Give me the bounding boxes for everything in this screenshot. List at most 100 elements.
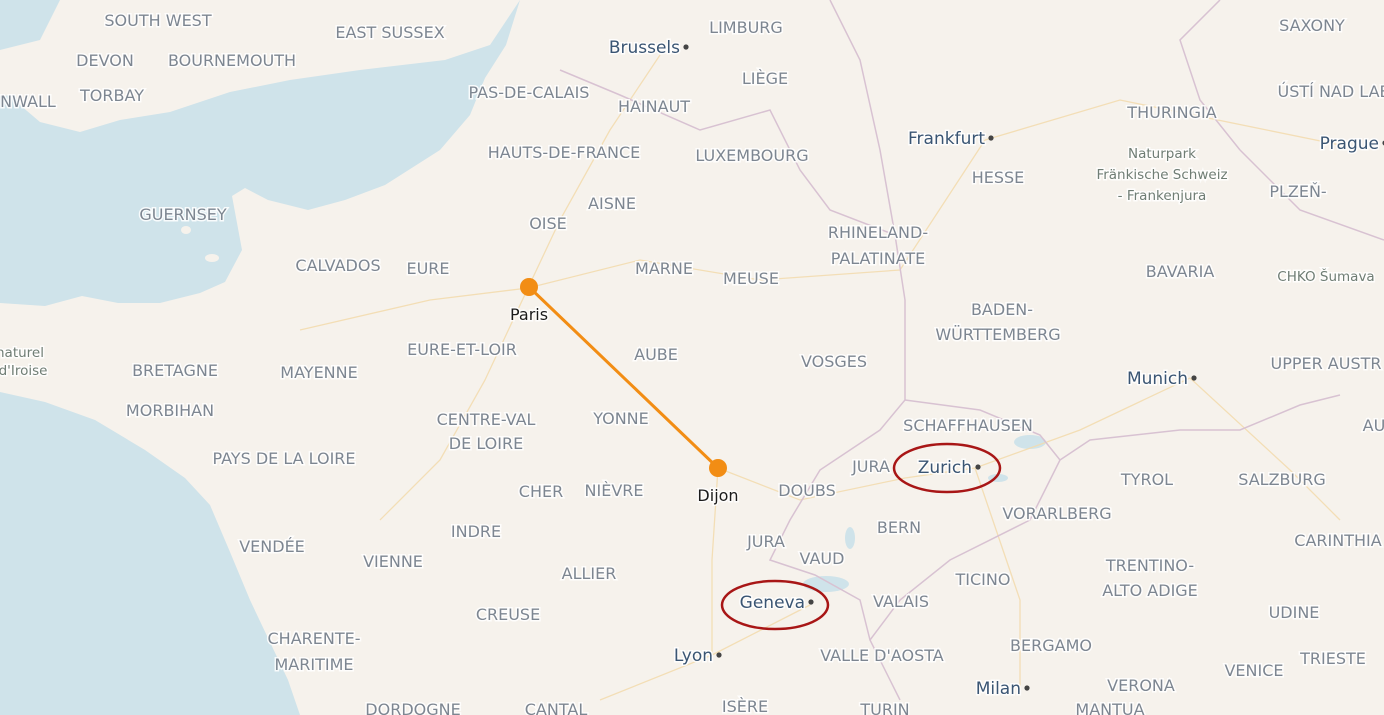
city-dot-lyon[interactable]: [716, 652, 722, 658]
landmass-england: [0, 0, 520, 132]
region-label-baden: BADEN-: [971, 300, 1033, 319]
region-label-aisne: AISNE: [588, 194, 636, 213]
region-label-hainaut: HAINAUT: [618, 97, 690, 116]
park-label-naturel: naturel: [0, 345, 44, 361]
region-label-rhineland: RHINELAND-: [828, 223, 928, 242]
region-label-luxembourg: LUXEMBOURG: [695, 146, 808, 165]
region-label-bergamo: BERGAMO: [1010, 636, 1092, 655]
region-label-mayenne: MAYENNE: [280, 363, 357, 382]
region-label-bretagne: BRETAGNE: [132, 361, 218, 380]
region-label-meuse: MEUSE: [723, 269, 779, 288]
region-label-east-sussex: EAST SUSSEX: [335, 23, 444, 42]
region-label-turin: TURIN: [859, 700, 909, 715]
region-label-jura: JURA: [746, 532, 785, 551]
region-label-allier: ALLIER: [562, 564, 617, 583]
city-label-brussels[interactable]: Brussels: [607, 37, 681, 60]
city-dot-zurich[interactable]: [975, 464, 981, 470]
region-label-ticino: TICINO: [955, 570, 1011, 589]
region-label-plze: PLZEŇ-: [1269, 182, 1326, 201]
region-label-torbay: TORBAY: [79, 86, 144, 105]
region-label-morbihan: MORBIHAN: [126, 401, 214, 420]
city-dot-frankfurt[interactable]: [988, 135, 994, 141]
city-dot-munich[interactable]: [1191, 375, 1197, 381]
region-label-salzburg: SALZBURG: [1238, 470, 1325, 489]
region-label-vorarlberg: VORARLBERG: [1002, 504, 1111, 523]
city-label-milan[interactable]: Milan: [974, 678, 1022, 701]
region-label-is-re: ISÈRE: [722, 697, 768, 715]
city-label-zurich[interactable]: Zurich: [916, 457, 973, 480]
region-label-thuringia: THURINGIA: [1126, 103, 1216, 122]
region-label-ni-vre: NIÈVRE: [585, 481, 644, 500]
region-label-tyrol: TYROL: [1120, 470, 1173, 489]
region-label-hesse: HESSE: [972, 168, 1025, 187]
region-label-w-rttemberg: WÜRTTEMBERG: [935, 325, 1060, 344]
region-label-nwall: NWALL: [0, 92, 56, 111]
region-label-centre-val: CENTRE-VAL: [437, 410, 536, 429]
region-label-bournemouth: BOURNEMOUTH: [168, 51, 296, 70]
region-label-calvados: CALVADOS: [295, 256, 380, 275]
city-dot-brussels[interactable]: [683, 44, 689, 50]
sea-bay-of-biscay: [0, 392, 300, 715]
region-label-vend-e: VENDÉE: [239, 537, 305, 556]
region-label-eure: EURE: [406, 259, 449, 278]
region-label-palatinate: PALATINATE: [831, 249, 926, 268]
region-label-trentino: TRENTINO-: [1105, 556, 1194, 575]
region-label-marne: MARNE: [635, 259, 693, 278]
highlight-ellipse-geneva: [720, 579, 830, 631]
region-label-limburg: LIMBURG: [709, 18, 783, 37]
region-label-creuse: CREUSE: [476, 605, 540, 624]
city-label-geneva[interactable]: Geneva: [738, 592, 806, 615]
highlight-ellipse-zurich: [892, 442, 1002, 494]
city-label-frankfurt[interactable]: Frankfurt: [907, 128, 987, 151]
region-label-yonne: YONNE: [592, 409, 649, 428]
region-label-li-ge: LIÈGE: [742, 69, 788, 88]
region-label-schaffhausen: SCHAFFHAUSEN: [903, 416, 1033, 435]
region-label-bern: BERN: [877, 518, 921, 537]
region-label-au: AU: [1363, 416, 1384, 435]
region-label-mantua: MANTUA: [1075, 700, 1144, 715]
city-label-lyon[interactable]: Lyon: [672, 645, 714, 668]
region-label-doubs: DOUBS: [778, 481, 835, 500]
road-network: [299, 54, 1341, 701]
country-borders: [559, 0, 1384, 701]
region-label-upper-austr: UPPER AUSTR: [1270, 354, 1381, 373]
city-dot-geneva[interactable]: [808, 599, 814, 605]
region-label-maritime: MARITIME: [275, 655, 354, 674]
island-guernsey: [181, 226, 191, 234]
park-label-naturpark: Naturpark: [1128, 146, 1196, 162]
region-label-cher: CHER: [519, 482, 563, 501]
region-label-guernsey: GUERNSEY: [139, 205, 227, 224]
park-label-fr-nkische-schweiz: Fränkische Schweiz: [1096, 167, 1227, 183]
city-dot-milan[interactable]: [1024, 685, 1030, 691]
region-label-de-loire: DE LOIRE: [449, 434, 523, 453]
route-start-marker[interactable]: [520, 278, 538, 296]
region-label-jura: JURA: [851, 457, 890, 476]
region-label-bavaria: BAVARIA: [1146, 262, 1215, 281]
region-label-indre: INDRE: [451, 522, 501, 541]
lake-neuchatel: [845, 527, 855, 549]
region-label-devon: DEVON: [76, 51, 134, 70]
region-label-pas-de-calais: PAS-DE-CALAIS: [469, 83, 590, 102]
route-line[interactable]: [527, 285, 720, 470]
island-jersey: [205, 254, 219, 262]
region-label-valle-d-aosta: VALLE D'AOSTA: [820, 646, 944, 665]
region-label-st-nad-lab: ÚSTÍ NAD LAB: [1278, 82, 1384, 101]
city-label-munich[interactable]: Munich: [1125, 368, 1189, 391]
region-label-south-west: SOUTH WEST: [104, 11, 211, 30]
region-label-carinthia: CARINTHIA: [1294, 531, 1381, 550]
region-label-venice: VENICE: [1224, 661, 1283, 680]
route-start-marker-label[interactable]: Paris: [508, 304, 549, 326]
region-label-trieste: TRIESTE: [1299, 649, 1366, 668]
region-label-vaud: VAUD: [800, 549, 845, 568]
region-label-vienne: VIENNE: [363, 552, 423, 571]
region-label-vosges: VOSGES: [801, 352, 867, 371]
region-label-aube: AUBE: [634, 345, 678, 364]
route-end-marker-label[interactable]: Dijon: [696, 485, 740, 507]
region-label-alto-adige: ALTO ADIGE: [1102, 581, 1198, 600]
route-end-marker[interactable]: [709, 459, 727, 477]
city-label-prague[interactable]: Prague: [1318, 133, 1380, 156]
park-label-chko-umava: CHKO Šumava: [1277, 267, 1374, 285]
